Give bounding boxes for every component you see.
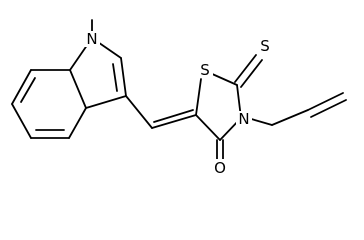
atom-ring-nitrogen: N <box>236 110 252 128</box>
atom-label-n-ring: N <box>238 110 249 128</box>
bond-c2-thione-a <box>234 54 257 83</box>
bond-exo-c5-outer <box>151 114 197 129</box>
bond-c5-s1 <box>195 78 202 116</box>
molecule-structure-diagram: N S S N O <box>11 19 347 177</box>
bond-c7-c6 <box>11 69 32 105</box>
atom-ring-sulfur: S <box>197 61 213 79</box>
bond-ch-ch2-a <box>307 92 344 111</box>
bond-s1-c2 <box>209 72 238 86</box>
bond-c4-c5 <box>195 114 221 141</box>
bond-c2-c3 <box>120 57 127 97</box>
atom-label-s-thione: S <box>260 37 270 55</box>
bond-c4-c3a <box>68 107 87 139</box>
bond-c3-exo <box>125 95 153 129</box>
bond-c3-c3a <box>85 95 127 109</box>
bond-c2-thione-b <box>240 59 263 88</box>
bond-c7-c6-inner <box>20 77 36 103</box>
bond-c2-c3-inner <box>112 63 118 92</box>
bond-ch2-ch <box>271 109 309 126</box>
atom-label-s-ring: S <box>200 61 210 79</box>
atom-label-o: O <box>214 159 226 177</box>
atom-indole-nitrogen: N <box>84 30 100 48</box>
atom-label-n-indole: N <box>86 30 97 48</box>
bond-c6-c5 <box>11 103 32 139</box>
atom-thione-sulfur: S <box>257 37 273 55</box>
atom-carbonyl-oxygen: O <box>212 159 228 177</box>
bond-ch-ch2-b <box>310 99 347 118</box>
bond-c3a-c7a <box>69 69 87 109</box>
bond-exo-c5-inner <box>153 109 194 123</box>
